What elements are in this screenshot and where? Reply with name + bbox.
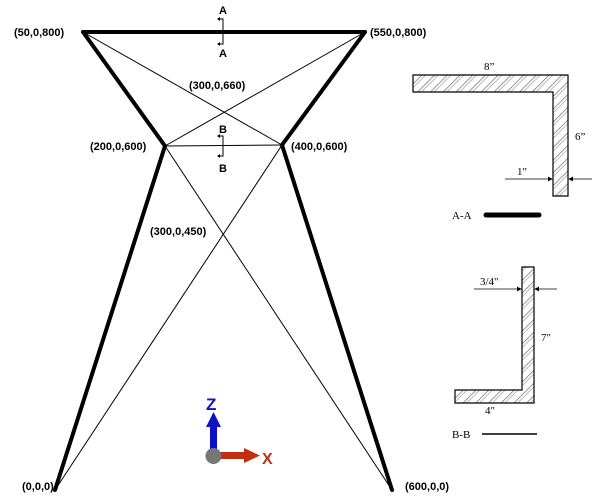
- section-aa-thickness-dim: 1": [517, 166, 527, 178]
- member-diag-lower-2: [164, 145, 393, 491]
- node-label-mid-right: (400,0,600): [291, 141, 348, 153]
- section-aa-width-dim: 8”: [484, 61, 495, 73]
- x-axis-label: X: [262, 451, 273, 468]
- origin-sphere-icon: [205, 448, 222, 464]
- node-label-bottom-left: (0,0,0): [22, 481, 54, 493]
- svg-text:B: B: [219, 124, 227, 136]
- svg-text:B: B: [219, 163, 227, 175]
- z-axis-arrow: [210, 426, 217, 454]
- member-diag-upper-1: [82, 31, 283, 146]
- z-axis-label: Z: [206, 395, 216, 414]
- node-label-top-left: (50,0,800): [14, 27, 64, 39]
- node-label-lower-cross: (300,0,450): [150, 226, 207, 238]
- member-diag-upper-2: [164, 31, 366, 147]
- member-leg-right: [280, 143, 394, 492]
- section-bb-title: B-B: [452, 429, 470, 441]
- section-bb: 3/4" 7" 4" B-B: [452, 266, 557, 441]
- member-leg-left: [53, 144, 167, 492]
- member-upper-left: [81, 30, 167, 148]
- section-bb-shape: [454, 266, 535, 404]
- node-label-mid-left: (200,0,600): [90, 141, 147, 153]
- axis-triad: Z X: [205, 395, 273, 468]
- section-aa: 8” 6” 1" A-A: [412, 61, 592, 222]
- section-aa-shape: [412, 74, 569, 197]
- cut-mark-b: B B: [217, 124, 227, 175]
- node-label-bottom-right: (600,0,0): [405, 481, 449, 493]
- section-aa-title: A-A: [452, 210, 472, 222]
- section-bb-thickness-dim: 3/4": [480, 276, 499, 288]
- member-upper-right: [280, 30, 367, 147]
- svg-text:A: A: [219, 48, 227, 60]
- svg-text:A: A: [219, 5, 227, 17]
- section-aa-height-dim: 6”: [575, 131, 586, 143]
- section-bb-width-dim: 4": [485, 405, 495, 417]
- cut-mark-a: A A: [217, 5, 227, 60]
- thin-members: [54, 31, 393, 491]
- thick-members: [53, 30, 394, 492]
- x-axis-arrow: [215, 452, 245, 459]
- node-label-upper-cross: (300,0,660): [189, 80, 246, 92]
- section-bb-height-dim: 7": [541, 332, 551, 344]
- node-label-top-right: (550,0,800): [370, 27, 427, 39]
- member-diag-lower-1: [54, 144, 283, 491]
